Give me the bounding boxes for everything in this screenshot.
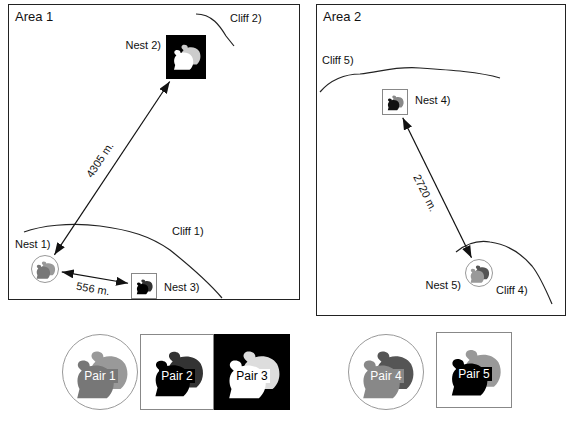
pair-key: Pair 1 (62, 334, 138, 410)
distance-label: 4305 m. (83, 138, 118, 182)
vulture-silhouette (388, 98, 400, 110)
cliff-label: Cliff 4) (496, 284, 528, 297)
pair-key: Pair 3 (214, 334, 290, 410)
cliff-line (456, 241, 552, 304)
area-title: Area 2 (323, 9, 361, 24)
pair-key: Pair 4 (348, 334, 424, 410)
nest-label: Nest 5) (426, 279, 461, 292)
cliff-label: Cliff 5) (322, 54, 354, 67)
distance-arrow (54, 81, 169, 254)
pair-label: Pair 3 (234, 369, 269, 383)
distance-arrow (403, 118, 472, 258)
nest-outline (63, 335, 138, 410)
nest-label: Nest 3) (164, 281, 199, 294)
pair-label: Pair 2 (159, 369, 194, 383)
pair-label: Pair 4 (368, 369, 403, 383)
nest-outline (466, 260, 493, 287)
nest-symbol: Nest 2) (166, 35, 206, 79)
vulture-silhouette (37, 265, 50, 279)
vulture-silhouette (137, 282, 149, 294)
pair-label: Pair 5 (456, 367, 491, 381)
cliff-label: Cliff 1) (172, 225, 204, 238)
nest-label: Nest 2) (126, 39, 161, 52)
nest-symbol: Nest 5) (465, 259, 493, 287)
vulture-icon (465, 259, 493, 287)
vulture-icon (31, 255, 59, 283)
nest-symbol: Nest 3) (131, 273, 157, 299)
nest-symbol: Nest 4) (382, 89, 408, 115)
vulture-silhouette (174, 50, 193, 70)
nest-symbol: Nest 1) (31, 255, 59, 283)
pair-key: Pair 2 (140, 334, 214, 410)
area-panel: Area 1 Nest 2) Nest 1) Nest 3) (8, 4, 300, 300)
nest-outline (32, 256, 59, 283)
vulture-icon (166, 35, 206, 79)
cliff-line (24, 224, 222, 298)
cliff-label: Cliff 2) (230, 12, 262, 25)
pair-key: Pair 5 (436, 332, 512, 408)
distance-arrow (62, 272, 128, 283)
area-title: Area 1 (15, 9, 53, 24)
vulture-icon (383, 90, 409, 116)
cliff-line (320, 68, 500, 92)
vulture-silhouette (471, 269, 484, 283)
pair-label: Pair 1 (82, 369, 117, 383)
vulture-icon (132, 274, 158, 300)
area-panel: Area 2 Nest 4) Nest 5) (316, 4, 566, 316)
nest-label: Nest 1) (15, 238, 50, 251)
distance-label: 556 m. (73, 279, 112, 298)
nest-label: Nest 4) (415, 94, 450, 107)
nest-outline (349, 335, 424, 410)
distance-label: 2720 m. (410, 170, 441, 215)
